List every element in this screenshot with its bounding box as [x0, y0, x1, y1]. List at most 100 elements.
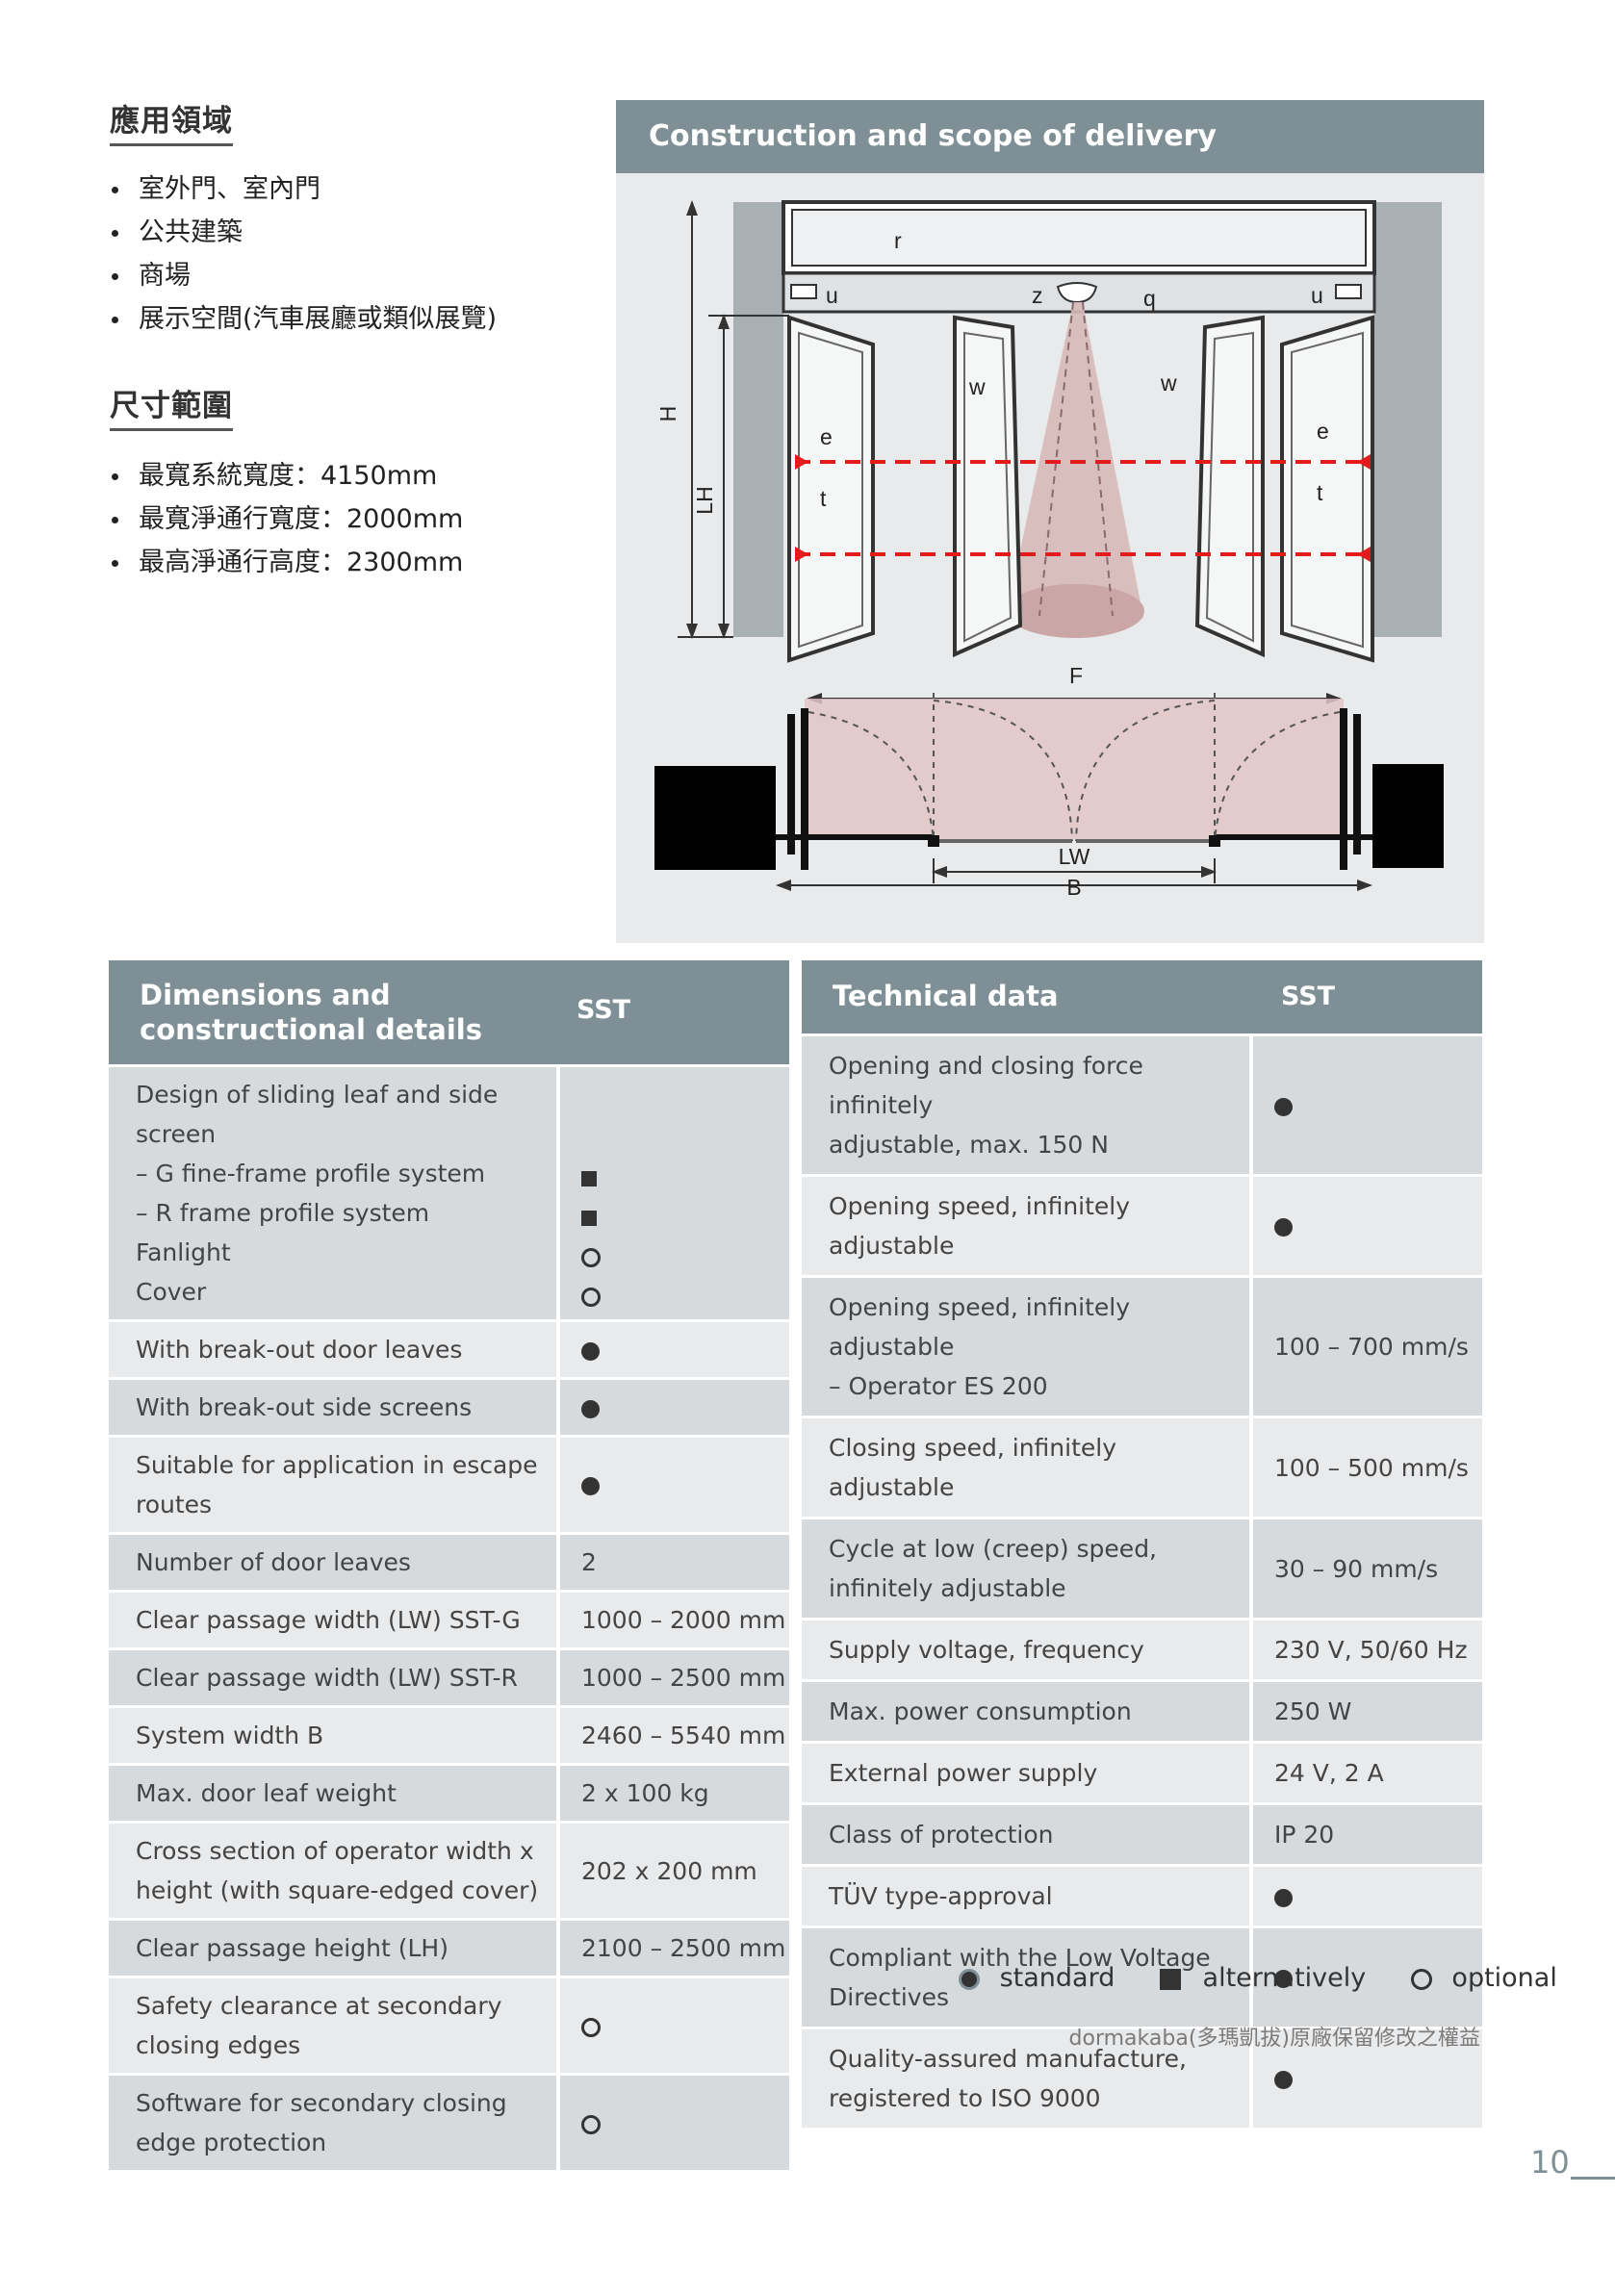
row-value: 1000 – 2500 mm — [556, 1647, 789, 1707]
applications-section: 應用領域 室外門、室內門公共建築商場展示空間(汽車展廳或類似展覽) — [110, 96, 497, 341]
table-row: TÜV type-approval — [802, 1864, 1482, 1927]
row-value: 2100 – 2500 mm — [556, 1918, 789, 1977]
table-row: Quality-assured manufacture,registered t… — [802, 2027, 1482, 2128]
list-item: 公共建築 — [110, 211, 497, 254]
side-screen-right — [1280, 315, 1374, 663]
standard-dot-icon — [581, 1477, 600, 1495]
legend: standard alternatively optional — [959, 1963, 1557, 1993]
row-value: 100 – 500 mm/s — [1249, 1416, 1482, 1518]
dimensions-table-panel: Dimensions and constructional details SS… — [109, 960, 789, 2170]
row-value: 250 W — [1249, 1679, 1482, 1743]
row-value: 100 – 700 mm/s — [1249, 1275, 1482, 1417]
row-value: 202 x 200 mm — [556, 1821, 789, 1920]
standard-dot-icon — [581, 1399, 600, 1418]
label-q: q — [1143, 286, 1156, 311]
row-label: Opening speed, infinitely adjustable– Op… — [802, 1275, 1251, 1417]
page-number: 10 — [1530, 2144, 1570, 2181]
row-value — [1249, 1864, 1482, 1927]
row-label: Closing speed, infinitely adjustable — [802, 1416, 1251, 1518]
construction-panel: Construction and scope of delivery — [616, 100, 1484, 943]
alternatively-square-icon — [581, 1171, 597, 1186]
row-value — [1249, 1926, 1482, 2028]
label-F: F — [1069, 663, 1083, 688]
row-label: Supply voltage, frequency — [802, 1618, 1251, 1681]
label-w-right: w — [1160, 370, 1177, 395]
technical-col-sst: SST — [1281, 982, 1336, 1011]
label-e-left: e — [820, 424, 833, 449]
left-wall — [733, 202, 783, 637]
label-H: H — [655, 406, 680, 422]
technical-table-header: Technical data SST — [802, 960, 1482, 1033]
list-item: 最寬系統寬度：4150mm — [110, 454, 463, 497]
label-u-right: u — [1311, 283, 1323, 308]
technical-table-panel: Technical data SST Opening and closing f… — [802, 960, 1482, 2128]
dimensions-col-sst: SST — [577, 995, 631, 1025]
list-item: 室外門、室內門 — [110, 167, 497, 211]
row-value — [556, 2073, 789, 2170]
optional-ring-icon — [581, 2114, 601, 2134]
standard-dot-icon — [1274, 1097, 1293, 1116]
label-LH: LH — [692, 486, 717, 514]
row-value — [556, 1319, 789, 1379]
row-label: Cycle at low (creep) speed,infinitely ad… — [802, 1517, 1251, 1620]
row-label: Clear passage width (LW) SST-R — [109, 1647, 558, 1707]
row-value — [556, 1064, 789, 1321]
rights-note: dormakaba(多瑪凱拔)原廠保留修改之權益 — [1068, 2027, 1480, 2051]
row-value: 2 — [556, 1532, 789, 1592]
label-B: B — [1066, 875, 1081, 900]
row-label: Class of protection — [802, 1802, 1251, 1866]
row-label: External power supply — [802, 1741, 1251, 1804]
row-value — [556, 1976, 789, 2075]
table-row: Cycle at low (creep) speed,infinitely ad… — [802, 1517, 1482, 1620]
row-value — [1249, 1033, 1482, 1176]
standard-dot-icon — [959, 1968, 980, 1990]
technical-table-title: Technical data — [833, 980, 1059, 1012]
table-row: Opening speed, infinitely adjustable — [802, 1174, 1482, 1277]
standard-dot-icon — [1274, 1888, 1293, 1907]
alternatively-square-icon — [1159, 1968, 1181, 1990]
transom-panel — [791, 209, 1367, 267]
standard-dot-icon — [581, 1341, 600, 1361]
row-value: 1000 – 2000 mm — [556, 1590, 789, 1649]
row-label: Quality-assured manufacture,registered t… — [802, 2027, 1251, 2128]
standard-dot-icon — [1274, 2071, 1293, 2089]
row-label: System width B — [109, 1705, 558, 1765]
standard-dot-icon — [1274, 1218, 1293, 1237]
dimensions-range-heading: 尺寸範圍 — [110, 381, 233, 431]
row-label: TÜV type-approval — [802, 1864, 1251, 1927]
label-t-left: t — [820, 486, 827, 511]
label-LW: LW — [1059, 844, 1090, 869]
detection-field — [805, 699, 1344, 839]
applications-heading: 應用領域 — [110, 96, 233, 146]
list-item: 最高淨通行高度：2300mm — [110, 541, 463, 584]
row-label: With break-out door leaves — [109, 1319, 558, 1379]
plan-wall-right — [1372, 764, 1444, 868]
row-label: Opening speed, infinitely adjustable — [802, 1174, 1251, 1277]
row-label: Number of door leaves — [109, 1532, 558, 1592]
plan-wall-left — [654, 766, 776, 870]
optional-ring-icon — [1410, 1968, 1432, 1990]
optional-ring-icon — [581, 1248, 601, 1267]
row-value: 24 V, 2 A — [1249, 1741, 1482, 1804]
optional-ring-icon — [581, 2017, 601, 2037]
list-item: 最寬淨通行寬度：2000mm — [110, 497, 463, 541]
